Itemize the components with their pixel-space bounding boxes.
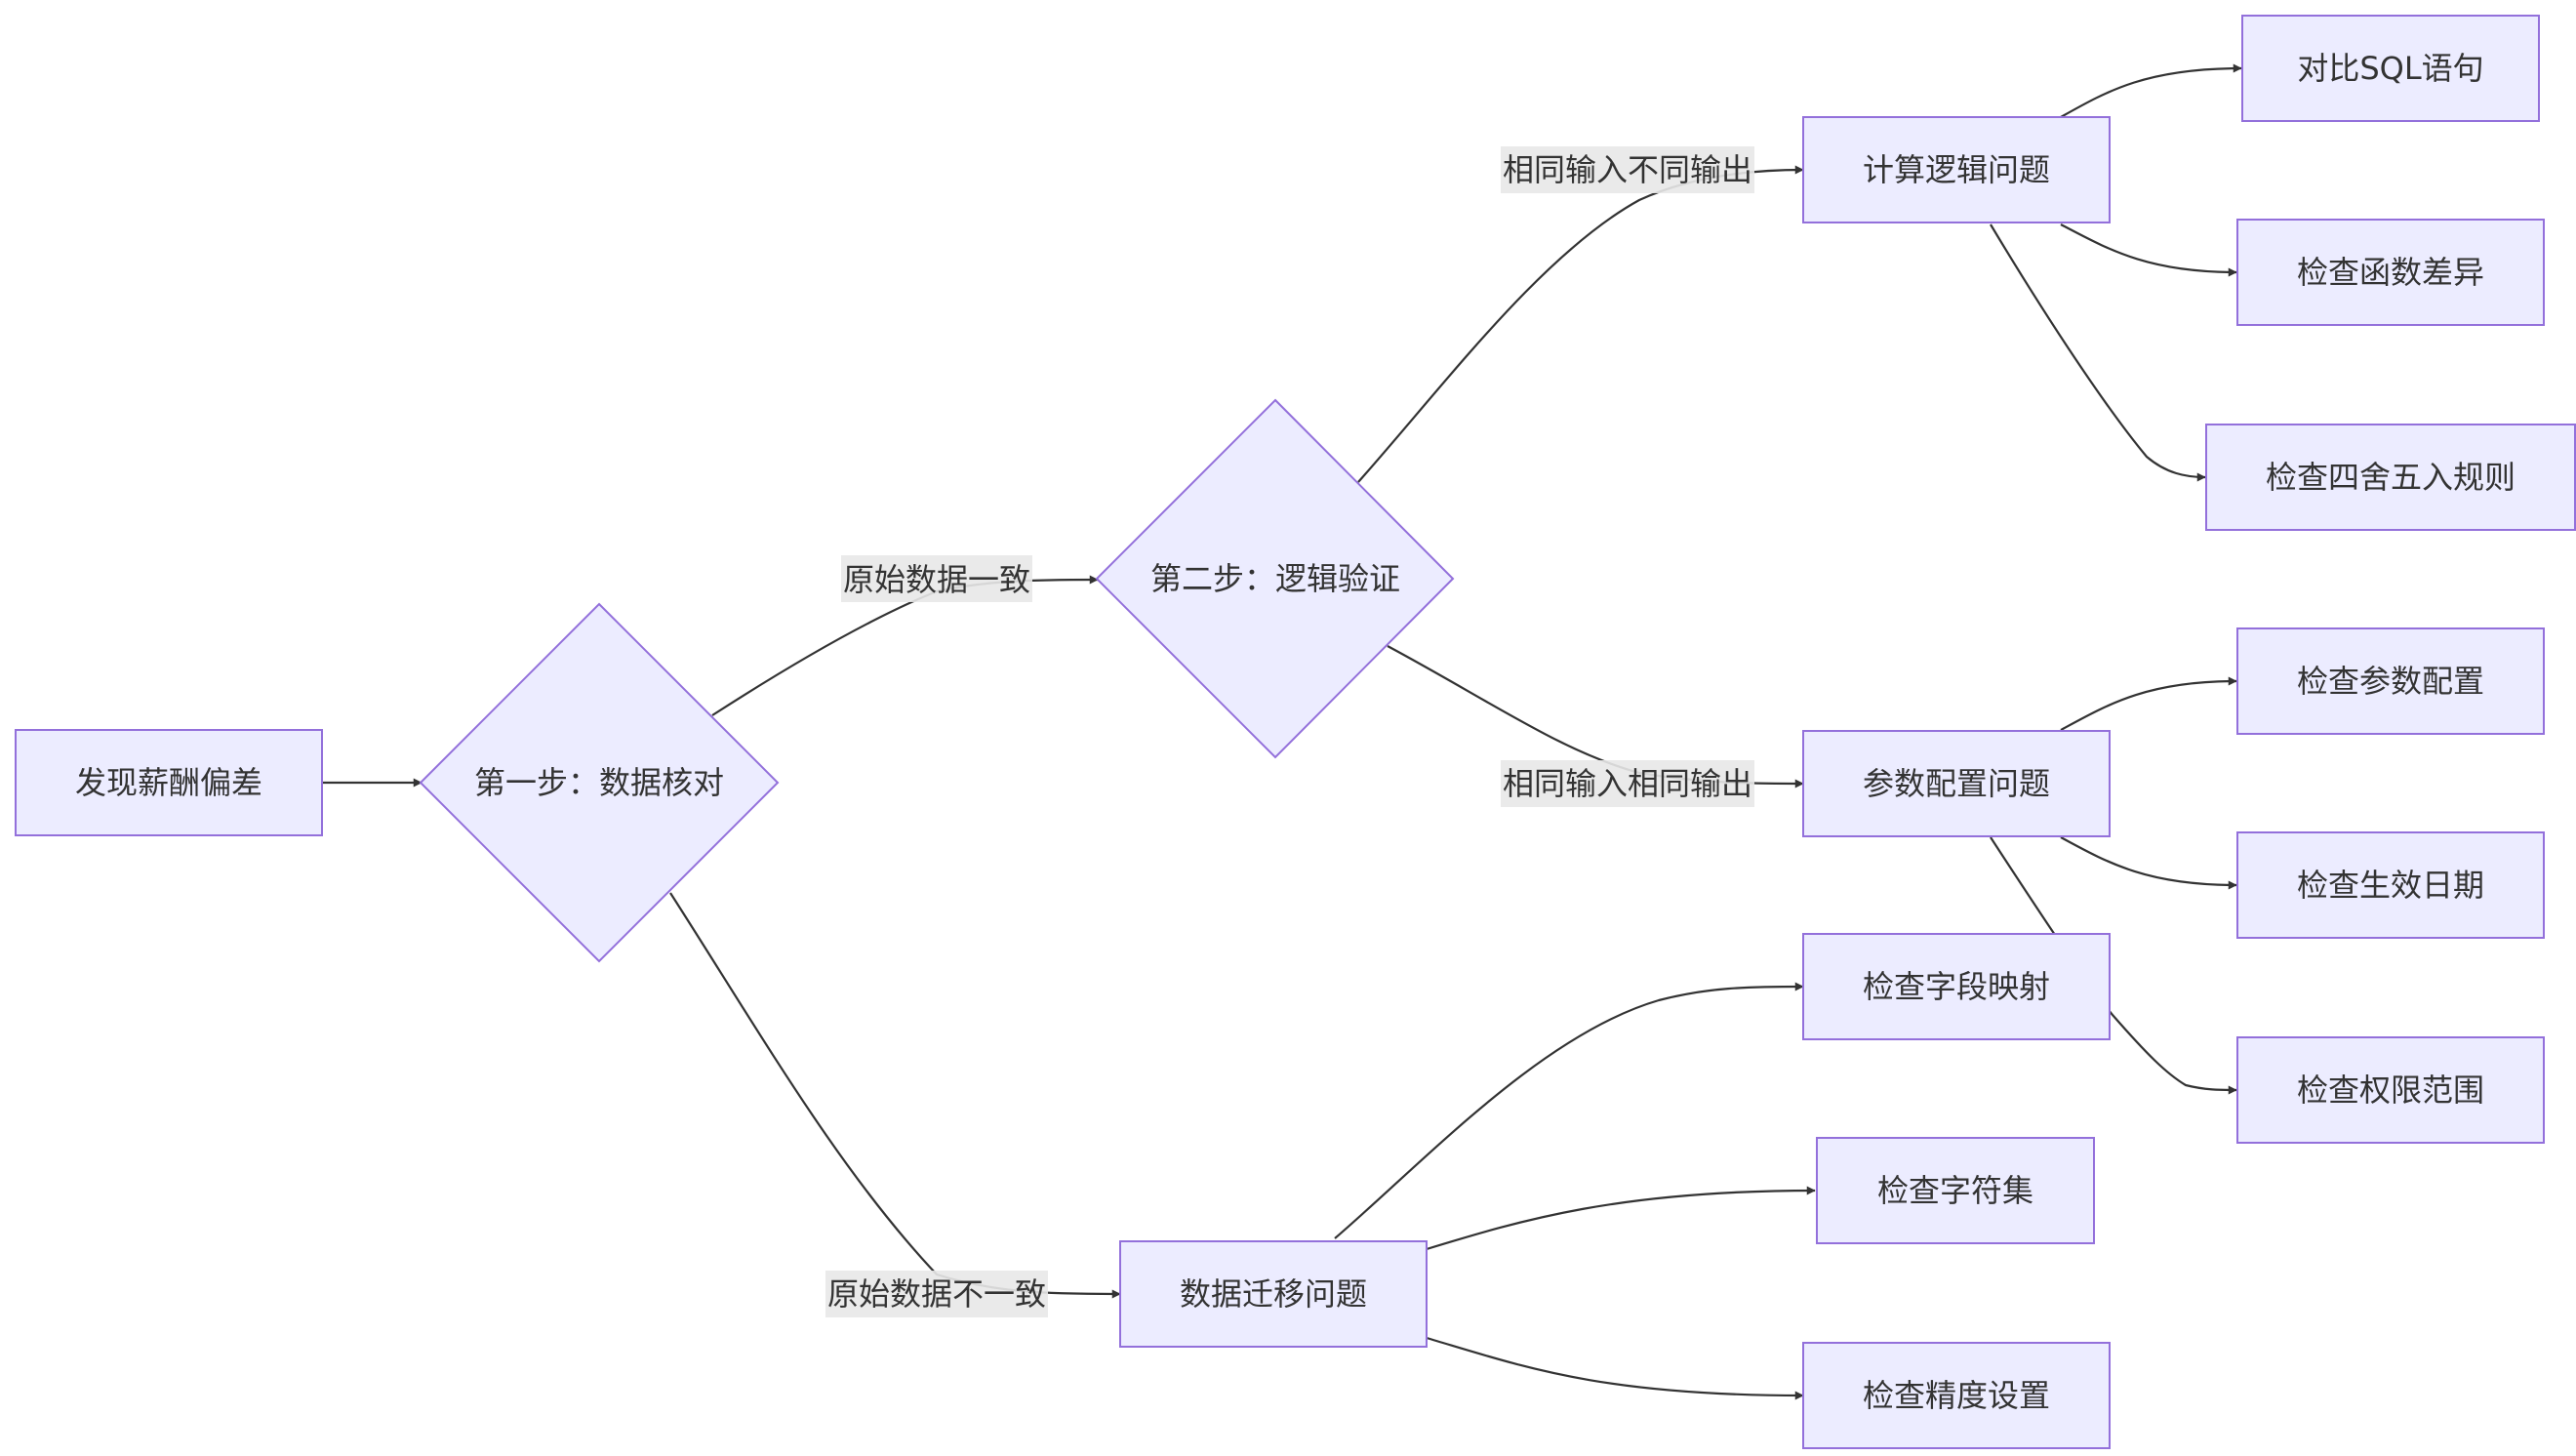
node-data-migration-label: 数据迁移问题: [1180, 1275, 1367, 1313]
node-data-migration[interactable]: 数据迁移问题: [1119, 1240, 1428, 1348]
node-check-permissions-label: 检查权限范围: [2297, 1072, 2484, 1109]
edge-migration-to-precision: [1426, 1336, 1804, 1400]
node-compare-sql-label: 对比SQL语句: [2297, 50, 2483, 87]
node-step1-decision[interactable]: 第一步：数据核对: [419, 602, 780, 963]
node-step1-label: 第一步：数据核对: [474, 764, 724, 801]
node-check-functions[interactable]: 检查函数差异: [2236, 219, 2545, 326]
edge-migration-to-charset: [1426, 1186, 1816, 1251]
edge-label-raw-inconsistent: 原始数据不一致: [827, 1275, 1046, 1313]
node-check-charset-label: 检查字符集: [1877, 1172, 2033, 1209]
node-check-params[interactable]: 检查参数配置: [2236, 627, 2545, 735]
node-check-effective-date-label: 检查生效日期: [2297, 867, 2484, 904]
edge-step2-to-calc: [1357, 165, 1804, 483]
node-check-rounding-label: 检查四舍五入规则: [2266, 459, 2516, 496]
edge-label-raw-consistent: 原始数据一致: [843, 561, 1030, 598]
node-check-rounding[interactable]: 检查四舍五入规则: [2205, 424, 2576, 531]
node-check-field-mapping[interactable]: 检查字段映射: [1802, 933, 2111, 1040]
node-check-params-label: 检查参数配置: [2297, 663, 2484, 700]
edge-label-same-input-same-output: 相同输入相同输出: [1503, 765, 1752, 802]
edge-param-to-params: [2060, 676, 2237, 731]
node-check-precision[interactable]: 检查精度设置: [1802, 1342, 2111, 1449]
node-check-charset[interactable]: 检查字符集: [1816, 1137, 2095, 1244]
node-step2-decision[interactable]: 第二步：逻辑验证: [1095, 398, 1455, 759]
node-compare-sql[interactable]: 对比SQL语句: [2241, 15, 2540, 122]
edge-migration-to-field-mapping: [1334, 982, 1804, 1239]
edge-calc-to-sql: [2060, 63, 2242, 118]
edge-param-to-permissions: [1990, 836, 2237, 1095]
node-param-config[interactable]: 参数配置问题: [1802, 730, 2111, 837]
node-param-config-label: 参数配置问题: [1863, 765, 2050, 802]
node-calc-logic-label: 计算逻辑问题: [1863, 151, 2050, 188]
node-start-label: 发现薪酬偏差: [75, 764, 262, 801]
edge-labels: 原始数据一致 原始数据不一致 相同输入不同输出 相同输入相同输出: [825, 146, 1754, 1317]
edge-calc-to-rounding: [1990, 223, 2206, 482]
node-check-permissions[interactable]: 检查权限范围: [2236, 1036, 2545, 1144]
edge-label-same-input-diff-output: 相同输入不同输出: [1503, 151, 1752, 188]
node-calc-logic[interactable]: 计算逻辑问题: [1802, 116, 2111, 223]
edge-calc-to-functions: [2060, 223, 2237, 277]
node-check-precision-label: 检查精度设置: [1863, 1377, 2050, 1414]
node-step2-label: 第二步：逻辑验证: [1150, 560, 1400, 597]
nodes: 发现薪酬偏差 第一步：数据核对 第二步：逻辑验证 计算逻辑问题 参数配置问题 数…: [15, 15, 2576, 1449]
node-check-functions-label: 检查函数差异: [2297, 254, 2484, 291]
node-check-effective-date[interactable]: 检查生效日期: [2236, 831, 2545, 939]
node-start[interactable]: 发现薪酬偏差: [15, 729, 323, 836]
edge-param-to-effective-date: [2060, 836, 2237, 890]
edge-step1-to-migration: [669, 892, 1121, 1299]
node-check-field-mapping-label: 检查字段映射: [1863, 968, 2050, 1005]
